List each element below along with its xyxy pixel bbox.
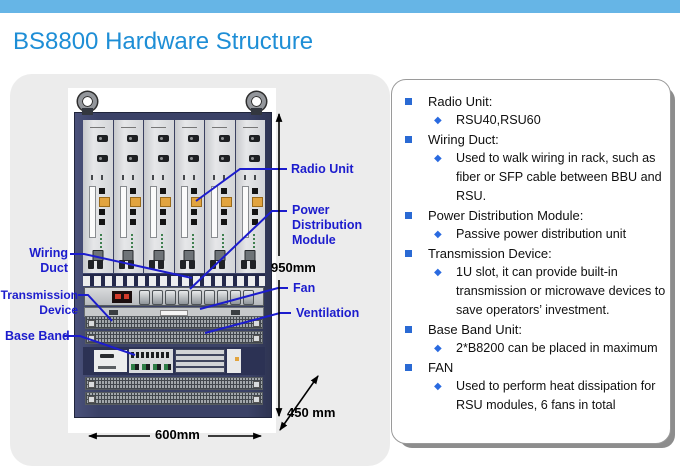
fan-label: Fan xyxy=(293,281,316,295)
power-led-display xyxy=(112,291,132,303)
rsu-module xyxy=(113,120,144,273)
power-breaker xyxy=(191,290,202,305)
item-label: Radio Unit: xyxy=(428,94,493,109)
square-bullet-icon xyxy=(405,326,412,333)
subitem-text: 2*B8200 can be placed in maximum xyxy=(456,341,658,355)
lifting-eye-icon xyxy=(78,92,97,115)
list-subitem: ◆ RSU40,RSU60 xyxy=(392,111,666,130)
power-breaker xyxy=(178,290,189,305)
item-label: Base Band Unit: xyxy=(428,322,522,337)
power-breaker xyxy=(139,290,150,305)
rsu-module xyxy=(144,120,175,273)
power-breaker xyxy=(217,290,228,305)
power-breaker xyxy=(243,290,254,305)
list-subitem: ◆ 2*B8200 can be placed in maximum xyxy=(392,339,666,358)
power-breaker xyxy=(165,290,176,305)
diamond-bullet-icon: ◆ xyxy=(434,267,442,278)
list-subitem: ◆ Used to perform heat dissipation for RS… xyxy=(392,377,666,415)
bbu-ports xyxy=(129,349,173,373)
subitem-text: Used to perform heat dissipation for RSU… xyxy=(456,379,656,412)
list-item: Power Distribution Module: xyxy=(392,206,666,225)
rsu-module xyxy=(83,120,114,273)
subitem-text: Passive power distribution unit xyxy=(456,227,627,241)
ventilation-label: Ventilation xyxy=(296,306,360,320)
list-item: Wiring Duct: xyxy=(392,130,666,149)
width-dimension-label: 600mm xyxy=(155,427,200,442)
rsu-module xyxy=(235,120,265,273)
diamond-bullet-icon: ◆ xyxy=(434,343,442,354)
page-title: BS8800 Hardware Structure xyxy=(13,28,314,55)
rsu-orange-chip xyxy=(190,197,202,207)
subitem-text: Used to walk wiring in rack, such as fib… xyxy=(456,151,662,203)
item-label: Power Distribution Module: xyxy=(428,208,584,223)
height-dimension-label: 950mm xyxy=(271,260,316,275)
rsu-orange-chip xyxy=(160,197,171,207)
square-bullet-icon xyxy=(405,250,412,257)
list-item: Radio Unit: xyxy=(392,92,666,111)
bbu-card xyxy=(94,350,127,372)
bbu-side-card xyxy=(227,349,241,373)
subitem-text: RSU40,RSU60 xyxy=(456,113,541,127)
list-subitem: ◆ 1U slot, it can provide built-in transm… xyxy=(392,263,666,320)
item-label: FAN xyxy=(428,360,454,375)
list-item: FAN xyxy=(392,358,666,377)
info-panel: Radio Unit: ◆ RSU40,RSU60 Wiring Duct: ◆ U… xyxy=(391,79,671,444)
item-label: Wiring Duct: xyxy=(428,132,499,147)
ventilation-panel xyxy=(85,331,263,344)
bbu-filler-panels xyxy=(175,349,225,373)
lifting-eye-icon xyxy=(247,92,266,115)
transmission-slot-panel xyxy=(85,316,263,329)
rack-cabinet xyxy=(74,112,272,418)
rsu-orange-chip xyxy=(221,197,232,207)
radio-unit-label: Radio Unit xyxy=(291,162,354,176)
list-subitem: ◆ Passive power distribution unit xyxy=(392,225,666,244)
list-item: Transmission Device: xyxy=(392,244,666,263)
rsu-orange-chip xyxy=(129,197,141,207)
power-breaker xyxy=(152,290,163,305)
power-distribution-strip xyxy=(84,287,264,306)
power-breaker xyxy=(204,290,215,305)
square-bullet-icon xyxy=(405,212,412,219)
rsu-module xyxy=(205,120,236,273)
base-band-shelf xyxy=(83,347,265,375)
diamond-bullet-icon: ◆ xyxy=(434,229,442,240)
diamond-bullet-icon: ◆ xyxy=(434,115,442,126)
diamond-bullet-icon: ◆ xyxy=(434,381,442,392)
subitem-text: 1U slot, it can provide built-in transmi… xyxy=(456,265,666,317)
rsu-module-bay xyxy=(83,120,265,273)
item-label: Transmission Device: xyxy=(428,246,552,261)
transmission-device-label: Transmission Device xyxy=(0,288,78,317)
list-subitem: ◆ Used to walk wiring in rack, such as fi… xyxy=(392,149,666,206)
wiring-duct-label: Wiring Duct xyxy=(29,246,68,275)
diamond-bullet-icon: ◆ xyxy=(434,153,442,164)
rsu-orange-chip xyxy=(251,197,263,207)
fan-tray-connector xyxy=(109,310,118,315)
ventilation-panel xyxy=(85,377,263,390)
ventilation-panel xyxy=(85,392,263,405)
top-accent-bar xyxy=(0,0,680,13)
power-breaker xyxy=(230,290,241,305)
base-band-label: Base Band xyxy=(5,329,70,343)
rsu-orange-chip xyxy=(99,197,110,207)
depth-dimension-label: 450 mm xyxy=(287,405,336,420)
wiring-duct-comb xyxy=(83,274,265,286)
list-item: Base Band Unit: xyxy=(392,320,666,339)
square-bullet-icon xyxy=(405,136,412,143)
fan-tray-connector xyxy=(231,310,240,315)
power-distribution-label: Power Distribution Module xyxy=(292,203,363,247)
square-bullet-icon xyxy=(405,98,412,105)
rsu-module xyxy=(174,120,205,273)
square-bullet-icon xyxy=(405,364,412,371)
